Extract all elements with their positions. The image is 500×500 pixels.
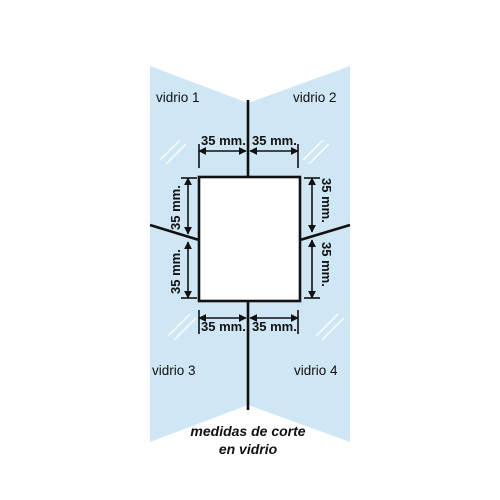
glass-joint-lines xyxy=(149,100,351,410)
glass-reflection-streaks xyxy=(159,139,345,341)
caption-line-2: en vidrio xyxy=(219,441,278,457)
glass-3-label: vidrio 3 xyxy=(152,363,196,378)
dimension-right-upper: 35 mm. xyxy=(319,178,334,223)
dimension-bottom-right: 35 mm. xyxy=(252,319,297,334)
glass-2-label: vidrio 2 xyxy=(293,90,337,105)
dimension-top-right: 35 mm. xyxy=(252,133,297,148)
dimension-bottom-left: 35 mm. xyxy=(201,319,246,334)
glass-1-label: vidrio 1 xyxy=(156,90,200,105)
dimension-lines xyxy=(181,144,320,334)
cut-out-square xyxy=(197,175,302,303)
glass-4-label: vidrio 4 xyxy=(294,363,338,378)
dimension-top-left: 35 mm. xyxy=(201,133,246,148)
dimension-left-lower: 35 mm. xyxy=(168,249,183,294)
dimension-left-upper: 35 mm. xyxy=(168,185,183,230)
caption-line-1: medidas de corte xyxy=(190,423,305,439)
dimension-right-lower: 35 mm. xyxy=(319,242,334,287)
